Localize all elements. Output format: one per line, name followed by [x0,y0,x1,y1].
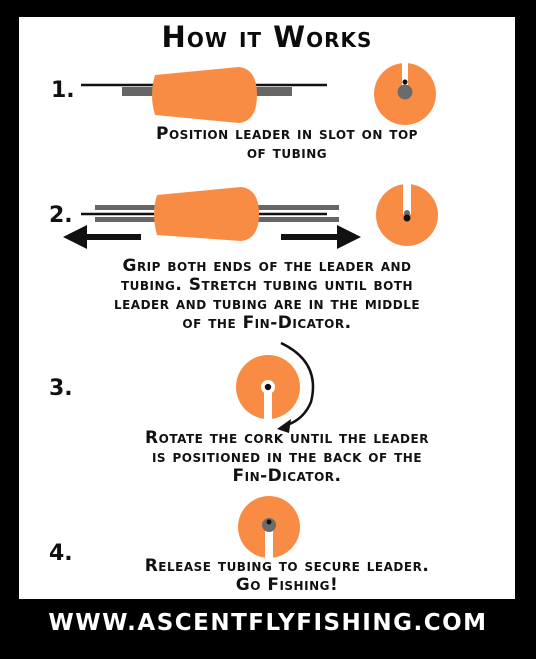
step2-cork-side-icon [81,187,339,241]
arrow-right-icon [281,225,361,249]
step2-text: Grip both ends of the leader and tubing.… [19,257,515,333]
step2-line1: Grip both ends of the leader and [122,256,412,276]
step4-cork-end-icon [238,496,300,558]
page-title: How it Works [161,20,373,54]
step3-line1: Rotate the cork until the leader [145,428,429,448]
step-number-1: 1. [51,78,75,103]
step4-text: Release tubing to secure leader. Go Fish… [59,557,515,595]
step2-line2: tubing. Stretch tubing until both [120,275,414,295]
step1-text: Position leader in slot on top of tubing [59,125,515,163]
rotate-arrow-icon [277,341,315,433]
step3-cork-end-icon [236,355,300,419]
instruction-card: How it Works [19,17,515,599]
step4-line2: Go Fishing! [235,575,339,595]
step-number-2: 2. [49,203,73,228]
step1-cork-end-icon [374,63,436,125]
step3-line2: is positioned in the back of the [151,447,423,467]
step3-line3: Fin-Dicator. [232,466,342,486]
step1-cork-side-icon [81,67,327,123]
website-url: WWW.ASCENTFLYFISHING.COM [48,610,488,636]
step1-line1: Position leader in slot on top [156,124,418,144]
step2-line4: of the Fin-Dicator. [182,313,352,333]
arrow-left-icon [63,225,141,249]
step4-line1: Release tubing to secure leader. [144,556,430,576]
step2-line3: leader and tubing are in the middle [113,294,421,314]
illustrations [63,63,438,558]
step-number-4: 4. [49,541,73,566]
step-number-3: 3. [49,376,73,401]
step1-line2: of tubing [246,143,328,163]
step2-cork-end-icon [376,184,438,246]
step3-text: Rotate the cork until the leader is posi… [59,429,515,486]
